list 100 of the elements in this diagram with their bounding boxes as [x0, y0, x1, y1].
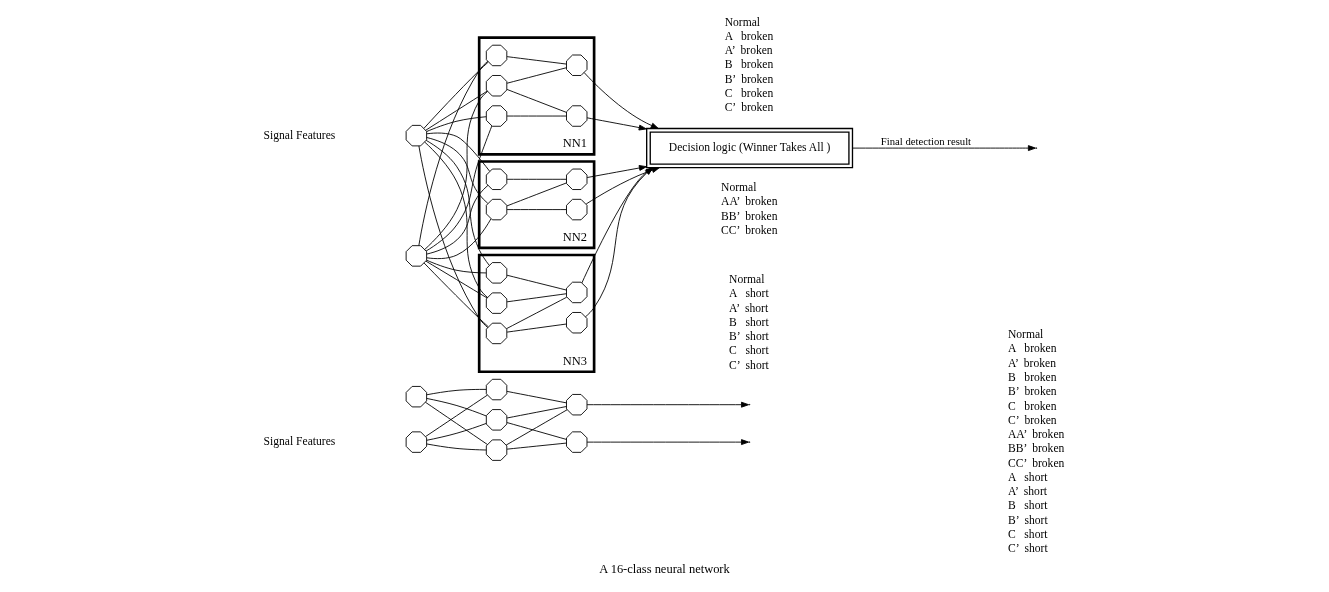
label: Signal Features: [263, 128, 336, 142]
label: B’ broken: [724, 72, 774, 86]
node-octagon: [566, 198, 588, 221]
label: B short: [729, 315, 769, 329]
label: BB’ broken: [721, 209, 778, 223]
node-octagon: [485, 44, 508, 67]
arrow: [586, 117, 647, 131]
label: Normal: [721, 181, 757, 195]
connector: [426, 184, 489, 255]
node-octagon: [485, 168, 508, 190]
label: A’ short: [1007, 485, 1047, 499]
connector: [506, 293, 567, 303]
cluster: NN3: [477, 253, 596, 374]
label: A’ short: [729, 301, 769, 315]
connector: [506, 56, 567, 65]
label: C’ broken: [1007, 413, 1057, 427]
node-octagon: [405, 124, 428, 147]
node-octagon: [485, 322, 508, 345]
connector: [506, 442, 567, 450]
label: C’ short: [1007, 542, 1048, 556]
label: A broken: [724, 29, 774, 43]
connector: [425, 125, 493, 252]
node-octagon: [485, 105, 508, 127]
connector: [506, 390, 567, 404]
connector: [425, 90, 488, 131]
label: CC’ broken: [721, 223, 778, 237]
label: B’ short: [1007, 513, 1048, 527]
connector: [506, 67, 567, 84]
connector: [425, 394, 488, 437]
connector: [506, 406, 567, 419]
connector: [505, 409, 568, 446]
connector: [424, 90, 489, 250]
connector: [426, 137, 489, 204]
caption: A 16-class neural network: [599, 562, 730, 577]
label: C broken: [1007, 399, 1057, 413]
label: C short: [729, 344, 769, 358]
arrow: [852, 145, 1036, 152]
node-octagon: [566, 281, 588, 304]
connector: [506, 209, 567, 211]
node-octagon: [485, 409, 508, 431]
connector: [426, 443, 487, 451]
cluster: NN1: [477, 36, 596, 156]
label: B’ broken: [1007, 385, 1057, 399]
label: AA’ broken: [1007, 428, 1065, 442]
label: A’ broken: [724, 44, 773, 58]
label: B broken: [724, 58, 774, 72]
label: A broken: [1007, 342, 1057, 356]
node-octagon: [566, 431, 588, 453]
connector: [424, 141, 489, 298]
label: C broken: [724, 86, 774, 100]
connector: [506, 422, 567, 440]
connector: [423, 262, 489, 328]
label: A’ broken: [1007, 356, 1056, 370]
connector: [426, 398, 487, 417]
connector: [506, 296, 568, 330]
node-octagon: [405, 431, 428, 453]
arrow: [586, 439, 750, 446]
node-octagon: [485, 439, 508, 461]
node-octagon: [485, 75, 508, 97]
node-octagon: [566, 312, 588, 334]
connector: [418, 60, 489, 246]
arrow: [586, 401, 750, 408]
connector: [425, 260, 488, 299]
node-octagon: [566, 394, 588, 416]
connector: [424, 401, 488, 445]
connector: [418, 145, 489, 329]
label: A short: [1007, 470, 1048, 484]
label: C’ broken: [724, 101, 774, 115]
connector: [426, 116, 487, 132]
node-octagon: [405, 245, 428, 267]
label: B’ short: [729, 330, 769, 344]
label: B broken: [1007, 370, 1057, 384]
arrow: [586, 165, 647, 178]
label: Normal: [729, 272, 765, 286]
label: BB’ broken: [1007, 442, 1065, 456]
connector: [425, 139, 490, 266]
connector: [506, 115, 567, 117]
label: Signal Features: [263, 435, 336, 449]
connector: [506, 323, 567, 333]
label: AA’ broken: [721, 195, 778, 209]
label: CC’ broken: [1007, 456, 1065, 470]
node-octagon: [485, 378, 508, 401]
connector: [506, 182, 567, 207]
connector: [426, 132, 491, 172]
connector: [426, 388, 487, 396]
connector: [426, 259, 487, 274]
label: Normal: [1007, 328, 1044, 342]
cluster: NN2: [477, 160, 596, 250]
label: Normal: [724, 15, 761, 29]
node-octagon: [566, 105, 588, 127]
node-octagon: [566, 54, 588, 76]
connector: [506, 89, 567, 113]
label: B short: [1007, 499, 1048, 513]
connector: [426, 423, 487, 441]
node-octagon: [485, 198, 508, 221]
edge-label: Final detection result: [880, 135, 972, 148]
label: A short: [729, 287, 769, 301]
label: C short: [1007, 527, 1048, 541]
connector: [426, 218, 492, 260]
node-octagon: [485, 262, 508, 284]
